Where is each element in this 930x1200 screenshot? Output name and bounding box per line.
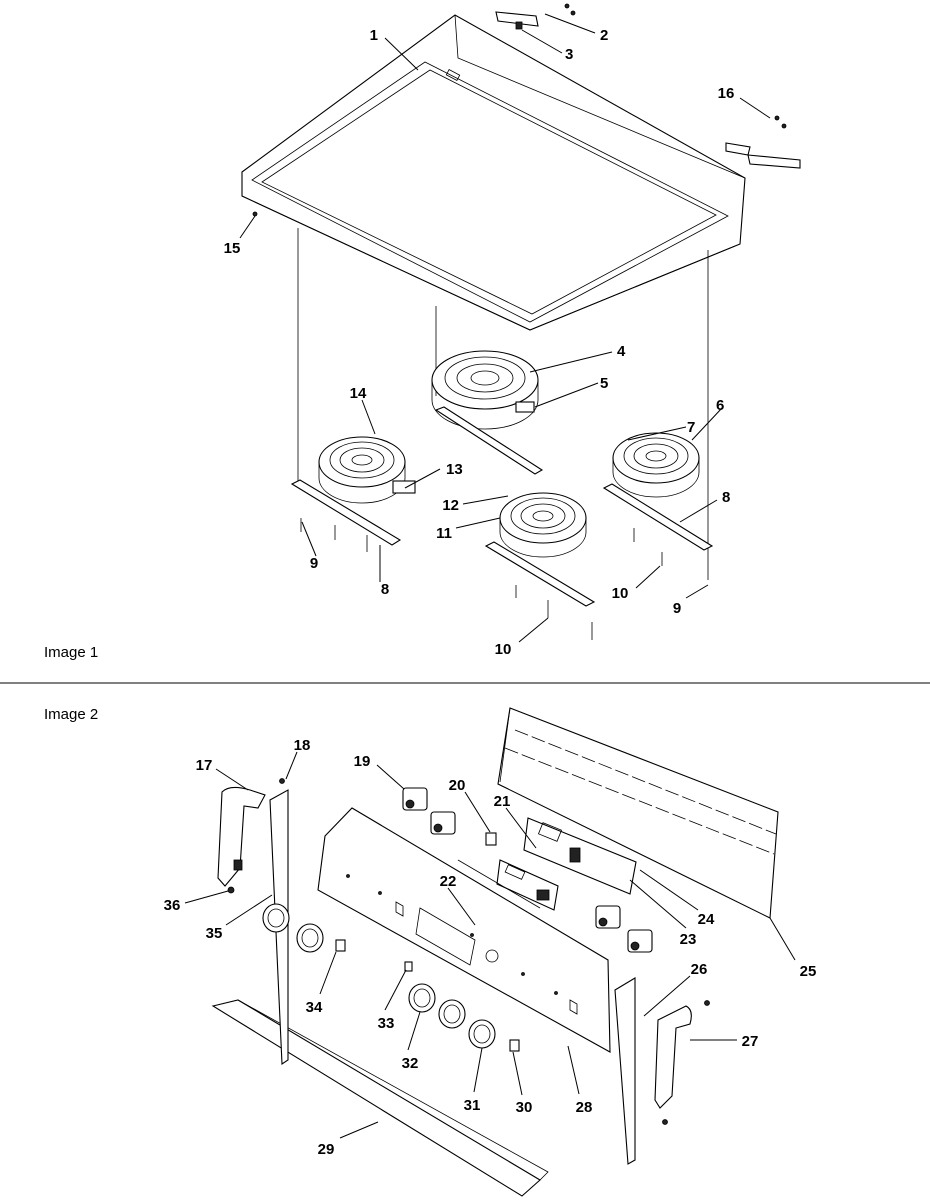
callout-label: 7 [687,419,695,436]
callout-label: 9 [310,555,318,572]
callout-label: 8 [381,581,389,598]
callout-label: 35 [206,925,223,942]
callout-label: 36 [164,897,181,914]
clock-overlay [496,859,559,911]
indicator-30 [509,1039,520,1052]
callout-label: 30 [516,1099,533,1116]
screw-27-lower [662,1119,668,1125]
callout-label: 22 [440,873,457,890]
knob-left-front [296,923,324,953]
knob-31 [468,1019,496,1049]
burner-bracket-center [434,406,544,475]
callout-label: 26 [691,961,708,978]
end-cap-left [217,786,266,887]
callout-label: 29 [318,1141,335,1158]
callout-label: 28 [576,1099,593,1116]
indicator-34 [335,939,346,952]
callout-label: 12 [442,497,459,514]
burner-element-11 [499,492,587,558]
callout-label: 10 [612,585,629,602]
hinge-bracket-left [495,3,576,30]
hinge-bracket-right [725,115,801,169]
callout-label: 15 [224,240,241,257]
callout-label: 19 [354,753,371,770]
leader-lines-image-2 [184,751,796,1139]
callout-label: 14 [350,385,367,402]
callout-label: 27 [742,1033,759,1050]
screw-18 [279,778,285,784]
cooktop-top [241,14,746,580]
burner-element-14 [318,436,416,504]
callout-label: 16 [718,85,735,102]
burner-bracket-left [290,479,402,552]
knob-left-rear [262,903,290,933]
callout-label: 9 [673,600,681,617]
callout-label: 3 [565,46,573,63]
callout-label: 24 [698,911,715,928]
image-2-control-panel: 17 18 19 20 21 22 23 24 25 26 27 28 29 3… [44,706,817,1197]
callout-label: 25 [800,963,817,980]
callout-label: 10 [495,641,512,658]
callout-label: 6 [716,397,724,414]
image-1-cooktop: 1 2 3 4 5 6 7 8 8 9 9 10 10 11 12 13 14 … [44,3,801,661]
callout-label: 34 [306,999,323,1016]
image-1-caption: Image 1 [44,644,98,661]
callout-label: 32 [402,1055,419,1072]
callout-label: 20 [449,777,466,794]
callout-label: 33 [378,1015,395,1032]
callout-label: 18 [294,737,311,754]
screw-27 [704,1000,710,1006]
leader-lines-image-1 [239,13,771,643]
callout-label: 13 [446,461,463,478]
screw-15 [252,211,258,217]
screw-36 [227,886,235,894]
knob-center [438,999,466,1029]
callout-label: 1 [370,27,378,44]
callout-label: 11 [436,525,452,542]
side-bracket-right [614,977,636,1165]
callout-label: 21 [494,793,511,810]
callout-label: 2 [600,27,608,44]
callout-label: 8 [722,489,730,506]
callout-label: 4 [617,343,626,360]
callouts-image-2: 17 18 19 20 21 22 23 24 25 26 27 28 29 3… [164,737,817,1158]
callout-label: 31 [464,1097,481,1114]
clip-33 [404,961,413,972]
burner-bracket-right [602,483,714,566]
callout-label: 23 [680,931,697,948]
image-2-caption: Image 2 [44,706,98,723]
infinite-switch-19 [402,787,456,835]
burner-element-4 [431,350,539,430]
callout-label: 17 [196,757,213,774]
oven-control-board [523,817,637,895]
switch-20 [485,832,497,846]
knob-32 [408,983,436,1013]
callouts-image-1: 1 2 3 4 5 6 7 8 8 9 9 10 10 11 12 13 14 … [224,27,735,658]
infinite-switch-23 [595,905,653,953]
main-control-panel [317,807,611,1053]
end-cap-right [654,1005,692,1109]
burner-element-6 [612,432,700,498]
callout-label: 5 [600,375,608,392]
burner-bracket-front [484,541,596,640]
